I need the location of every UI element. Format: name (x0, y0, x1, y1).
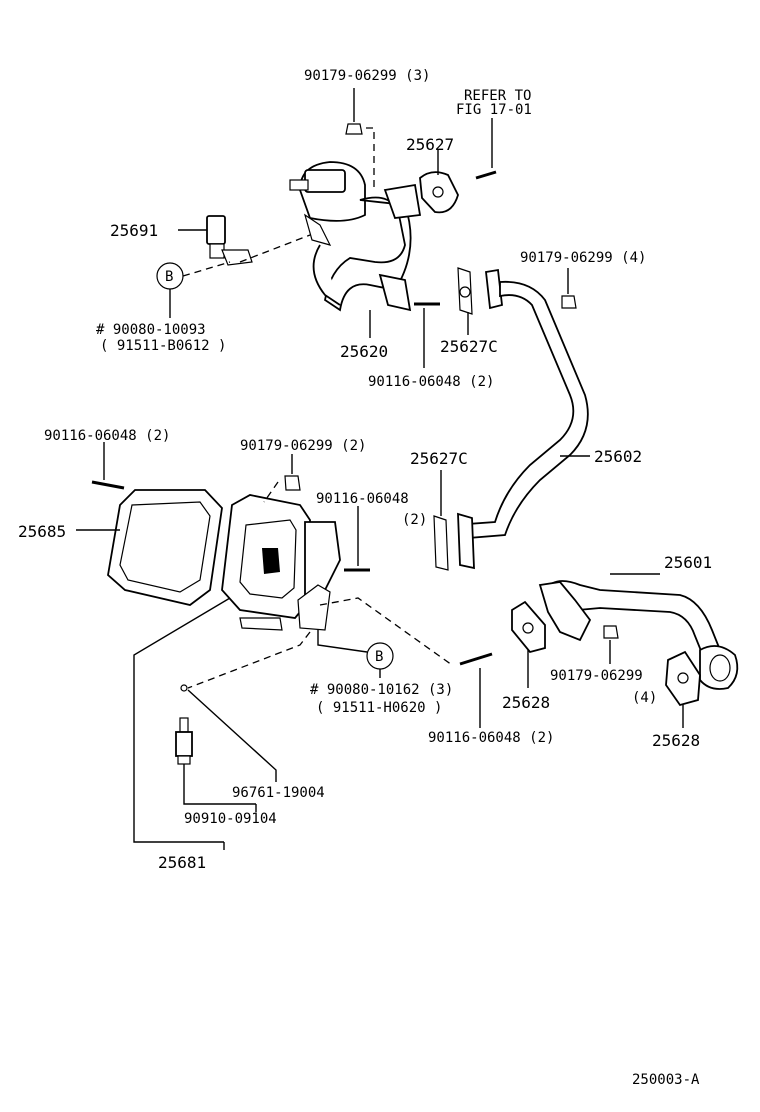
label-90179-06299-3: 90179-06299 (3) (304, 68, 430, 84)
label-90080-10162-3: # 90080-10162 (3) (310, 682, 453, 698)
gasket-25685 (107, 489, 223, 606)
nut-icon (561, 295, 577, 309)
label-90116-06048-mid: 90116-06048 (316, 491, 409, 507)
label-25628-b: 25628 (652, 731, 700, 750)
gasket-25627c-mid (433, 515, 449, 571)
label-90080-10093: # 90080-10093 (96, 322, 206, 338)
label-96761-19004: 96761-19004 (232, 785, 325, 801)
label-25691: 25691 (110, 221, 158, 240)
label-25627: 25627 (406, 135, 454, 154)
label-90179-06299-2: 90179-06299 (2) (240, 438, 366, 454)
label-25628-a: 25628 (502, 693, 550, 712)
label-91511-b0612: ( 91511-B0612 ) (100, 338, 226, 354)
gasket-25627 (419, 171, 459, 214)
label-90116-06048-2-top: 90116-06048 (2) (368, 374, 494, 390)
nut-icon (345, 123, 363, 135)
label-refer-to: REFER TO (464, 88, 531, 104)
label-90116-06048-2-left: 90116-06048 (2) (44, 428, 170, 444)
egr-pipe-25602 (457, 268, 589, 570)
label-25685: 25685 (18, 522, 66, 541)
label-25620: 25620 (340, 342, 388, 361)
label-b-marker-2: B (375, 649, 383, 665)
label-90179-06299-right: 90179-06299 (550, 668, 643, 684)
label-25627c-top: 25627C (440, 337, 498, 356)
label-91511-h0620: ( 91511-H0620 ) (316, 700, 442, 716)
gasket-25627c-top (457, 267, 473, 315)
gasket-25628-a (511, 600, 546, 654)
label-90910-09104: 90910-09104 (184, 811, 277, 827)
plug-icon (175, 717, 193, 765)
label-90116-06048-mid-qty: (2) (402, 512, 427, 528)
label-25602: 25602 (594, 447, 642, 466)
label-90179-06299-4: 90179-06299 (4) (520, 250, 646, 266)
egr-valve-assembly (289, 161, 422, 312)
gasket-25628-b (665, 650, 701, 707)
egr-cooler-25681 (221, 494, 341, 631)
vsv-25691 (206, 215, 253, 266)
label-90179-06299-right-qty: (4) (632, 690, 657, 706)
label-fig-17-01: FIG 17-01 (456, 102, 532, 118)
label-25627c-mid: 25627C (410, 449, 468, 468)
nut-icon (603, 625, 619, 639)
nut-icon (284, 475, 301, 491)
label-90116-06048-2-bottom: 90116-06048 (2) (428, 730, 554, 746)
washer-icon (180, 684, 188, 692)
label-25601: 25601 (664, 553, 712, 572)
figure-number: 250003-A (632, 1072, 700, 1088)
egr-pipe-25601 (538, 580, 739, 690)
label-25681: 25681 (158, 853, 206, 872)
label-b-marker-1: B (165, 269, 173, 285)
